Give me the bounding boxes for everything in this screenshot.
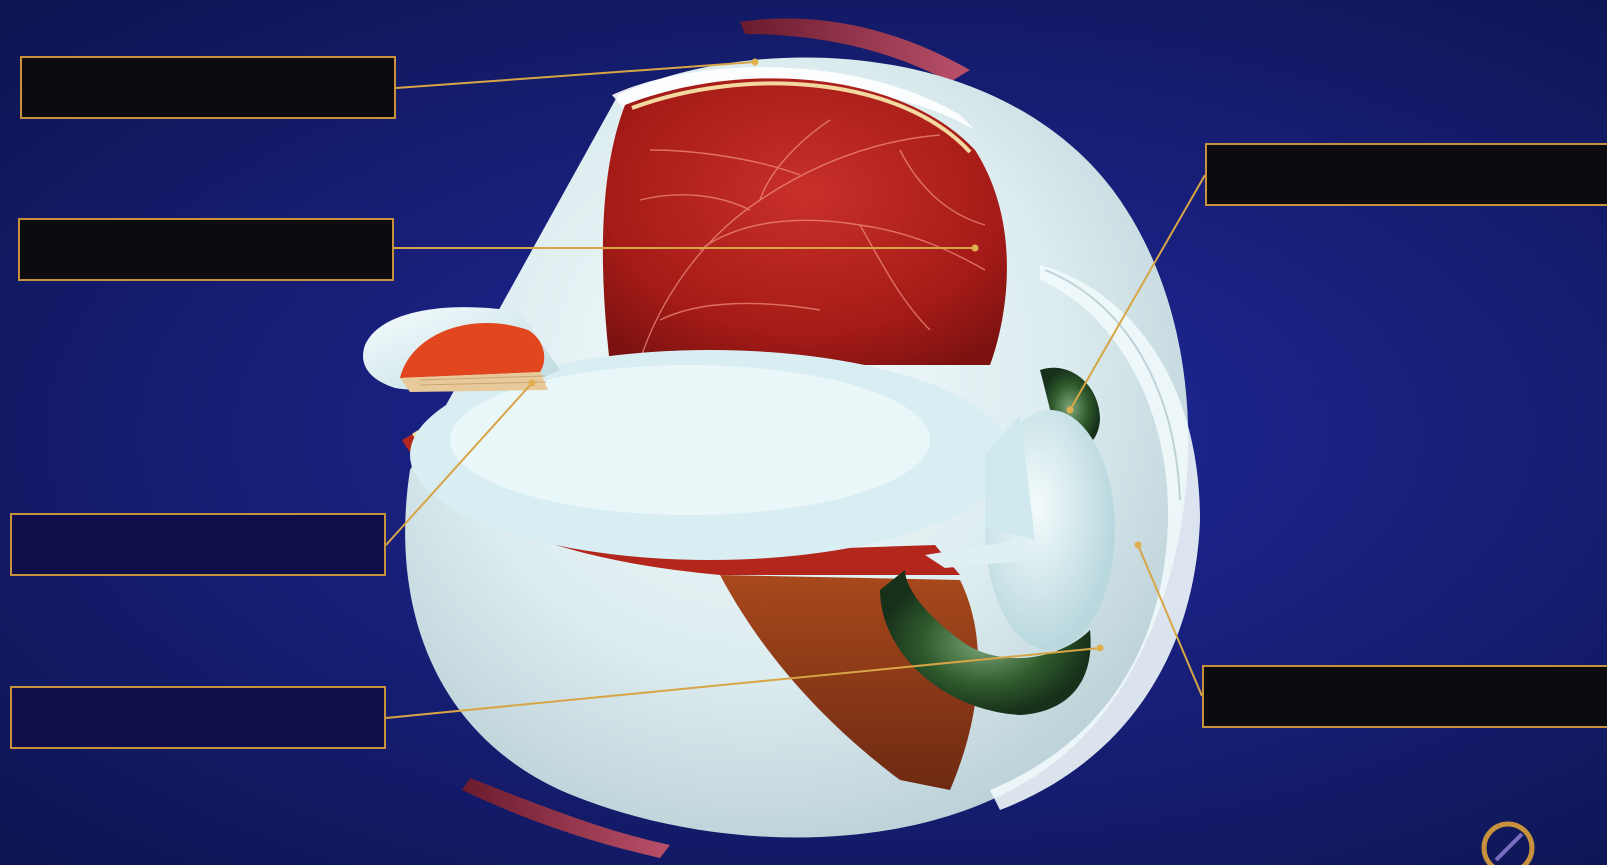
label-box-bottom-left-2 [10,686,386,749]
label-box-bottom-right [1202,665,1607,728]
label-box-top-left-1 [20,56,396,119]
label-box-top-right [1205,143,1607,206]
magnifier-logo-icon [1478,818,1538,865]
label-box-top-left-2 [18,218,394,281]
label-box-bottom-left-1 [10,513,386,576]
